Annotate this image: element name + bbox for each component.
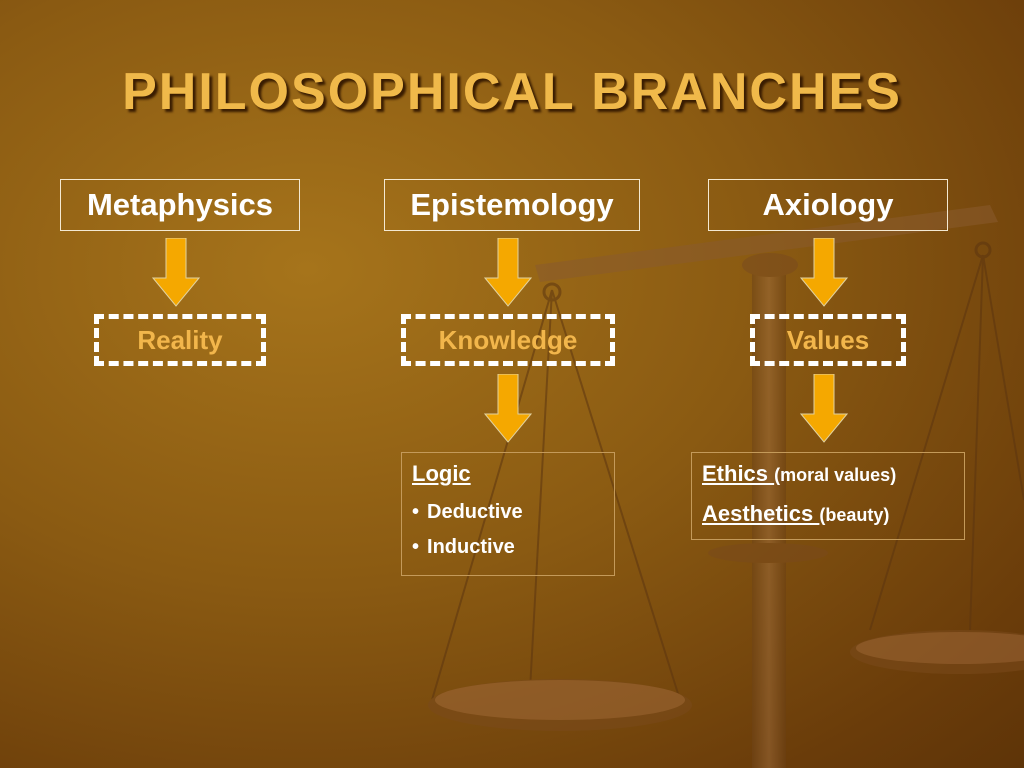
list-item: • Deductive [412, 501, 604, 524]
bullet-icon: • [412, 501, 420, 523]
values-detail-box: Ethics (moral values) Aesthetics (beauty… [691, 452, 965, 540]
bullet-icon: • [412, 536, 420, 558]
list-item: • Inductive [412, 536, 604, 559]
aesthetics-row: Aesthetics (beauty) [702, 501, 954, 527]
aesthetics-note: (beauty) [819, 505, 890, 525]
branch-metaphysics: Metaphysics [60, 179, 300, 231]
branch-axiology: Axiology [708, 179, 948, 231]
ethics-note: (moral values) [774, 465, 897, 485]
page-title: PHILOSOPHICAL BRANCHES [122, 63, 902, 121]
down-arrow-icon [484, 238, 532, 307]
aesthetics-label: Aesthetics [702, 501, 820, 526]
down-arrow-icon [152, 238, 200, 307]
down-arrow-icon [484, 374, 532, 443]
ethics-row: Ethics (moral values) [702, 461, 954, 487]
concept-values: Values [750, 314, 906, 366]
down-arrow-icon [800, 374, 848, 443]
list-item-label: Inductive [427, 536, 515, 558]
concept-knowledge: Knowledge [401, 314, 615, 366]
down-arrow-icon [800, 238, 848, 307]
list-item-label: Deductive [427, 501, 523, 523]
ethics-label: Ethics [702, 461, 775, 486]
concept-reality: Reality [94, 314, 266, 366]
branch-epistemology: Epistemology [384, 179, 640, 231]
logic-heading: Logic [412, 461, 471, 486]
logic-box: Logic • Deductive • Inductive [401, 452, 615, 576]
